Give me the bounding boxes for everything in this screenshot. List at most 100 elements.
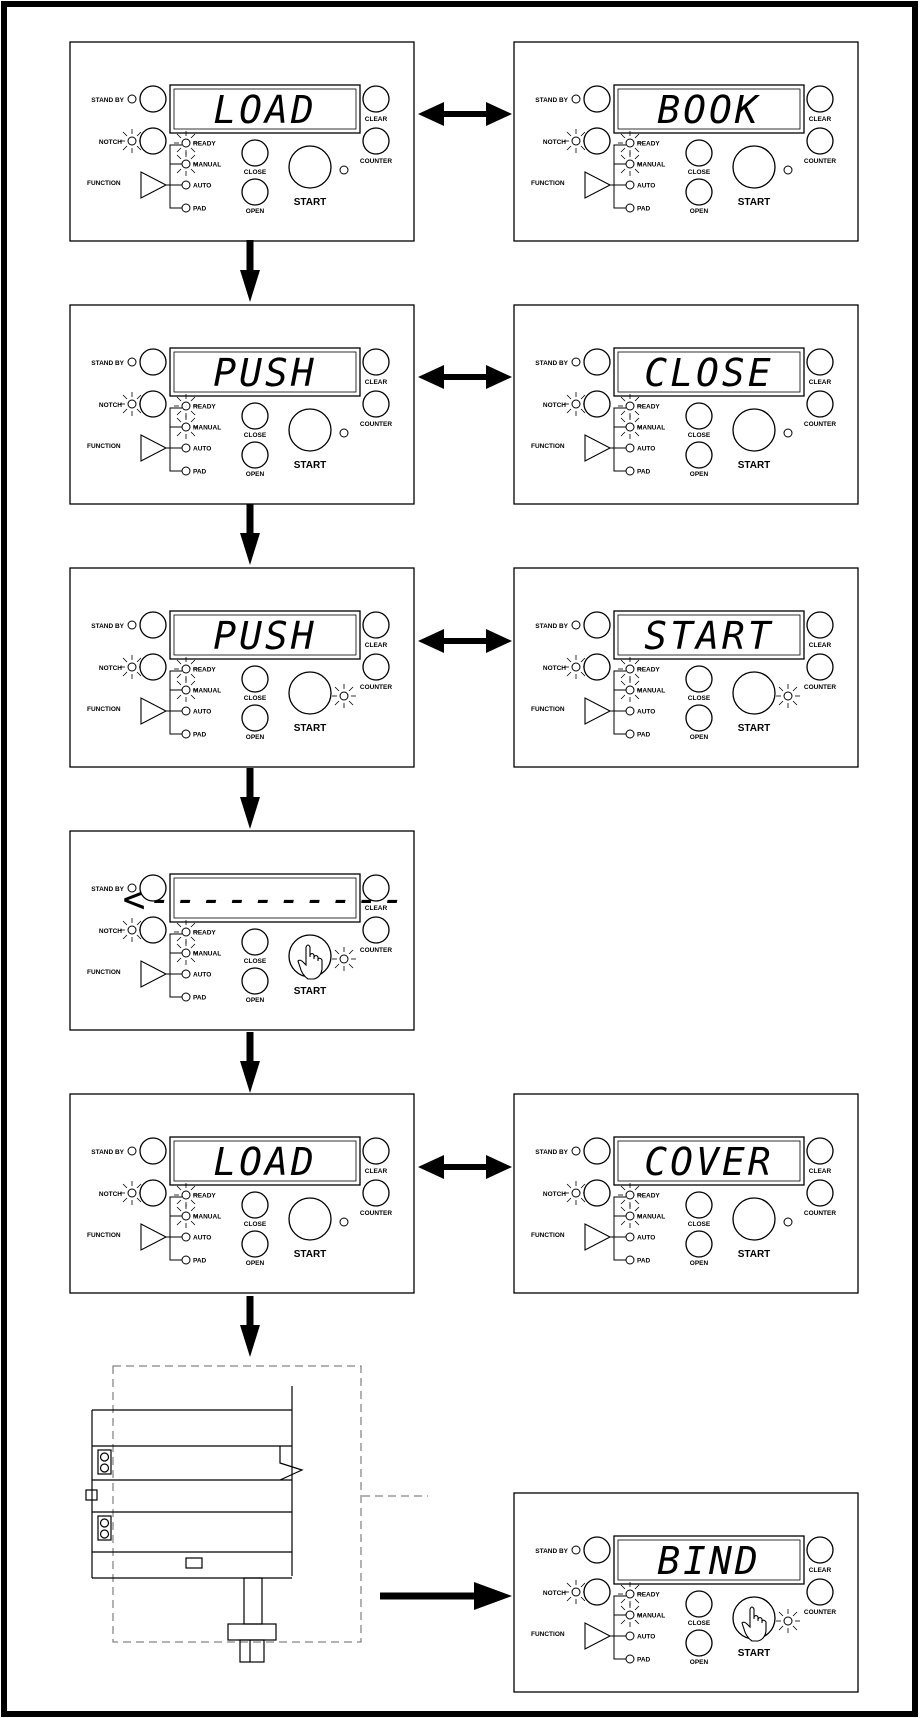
- notch-button[interactable]: [139, 1179, 167, 1207]
- notch-button[interactable]: [583, 653, 611, 681]
- close-button[interactable]: [241, 928, 269, 956]
- function-button[interactable]: [140, 697, 168, 725]
- manual-led: [181, 1211, 191, 1221]
- notch-button[interactable]: [583, 1578, 611, 1606]
- stand-by-button[interactable]: [139, 874, 167, 902]
- counter-button[interactable]: [362, 1179, 390, 1207]
- clear-button[interactable]: [806, 1536, 834, 1564]
- close-button[interactable]: [685, 402, 713, 430]
- ready-led: [625, 1589, 635, 1599]
- close-button[interactable]: [685, 665, 713, 693]
- counter-button[interactable]: [362, 127, 390, 155]
- start-label: START: [738, 1648, 771, 1659]
- manual-label: MANUAL: [193, 1214, 221, 1221]
- function-button[interactable]: [584, 171, 612, 199]
- stand-by-button[interactable]: [583, 85, 611, 113]
- notch-button[interactable]: [139, 390, 167, 418]
- function-bracket: [169, 144, 182, 209]
- counter-button[interactable]: [806, 390, 834, 418]
- open-button[interactable]: [241, 704, 269, 732]
- function-button[interactable]: [140, 171, 168, 199]
- counter-button[interactable]: [806, 1179, 834, 1207]
- open-button[interactable]: [685, 1629, 713, 1657]
- stand-by-led: [571, 1545, 581, 1555]
- counter-button[interactable]: [362, 653, 390, 681]
- close-button[interactable]: [241, 139, 269, 167]
- counter-button[interactable]: [806, 653, 834, 681]
- function-button[interactable]: [584, 434, 612, 462]
- stand-by-button[interactable]: [139, 611, 167, 639]
- counter-button[interactable]: [362, 916, 390, 944]
- clear-button[interactable]: [362, 85, 390, 113]
- clear-button[interactable]: [362, 1137, 390, 1165]
- notch-button[interactable]: [139, 127, 167, 155]
- start-button[interactable]: [288, 145, 332, 189]
- clear-button[interactable]: [362, 611, 390, 639]
- close-button[interactable]: [241, 665, 269, 693]
- close-button[interactable]: [685, 1590, 713, 1618]
- start-button[interactable]: [288, 1197, 332, 1241]
- clear-button[interactable]: [806, 1137, 834, 1165]
- function-button[interactable]: [140, 960, 168, 988]
- clear-button[interactable]: [362, 348, 390, 376]
- open-button[interactable]: [241, 967, 269, 995]
- start-button[interactable]: [288, 408, 332, 452]
- counter-button[interactable]: [806, 1578, 834, 1606]
- close-button[interactable]: [685, 139, 713, 167]
- function-button[interactable]: [140, 1223, 168, 1251]
- ready-label: READY: [193, 1193, 216, 1200]
- stand-by-button[interactable]: [139, 85, 167, 113]
- ready-led: [181, 138, 191, 148]
- clear-button[interactable]: [806, 348, 834, 376]
- stand-by-button[interactable]: [583, 611, 611, 639]
- display-window: [169, 1136, 361, 1186]
- stand-by-button[interactable]: [139, 1137, 167, 1165]
- stand-by-button[interactable]: [139, 348, 167, 376]
- function-button[interactable]: [140, 434, 168, 462]
- stand-by-button[interactable]: [583, 348, 611, 376]
- counter-button[interactable]: [362, 390, 390, 418]
- function-button[interactable]: [584, 1223, 612, 1251]
- open-button[interactable]: [685, 441, 713, 469]
- function-button[interactable]: [584, 697, 612, 725]
- display-inner: [617, 614, 801, 656]
- counter-button[interactable]: [806, 127, 834, 155]
- start-label: START: [738, 723, 771, 734]
- start-button[interactable]: [288, 671, 332, 715]
- notch-label: NOTCH: [99, 928, 122, 935]
- clear-button[interactable]: [806, 85, 834, 113]
- counter-led: [339, 165, 349, 175]
- close-button[interactable]: [241, 1191, 269, 1219]
- pad-led: [181, 992, 191, 1002]
- open-button[interactable]: [685, 1230, 713, 1258]
- open-button[interactable]: [685, 178, 713, 206]
- start-button[interactable]: [732, 145, 776, 189]
- clear-button[interactable]: [362, 874, 390, 902]
- clear-button[interactable]: [806, 611, 834, 639]
- notch-button[interactable]: [583, 1179, 611, 1207]
- open-button[interactable]: [241, 441, 269, 469]
- open-label: OPEN: [246, 1260, 265, 1267]
- open-button[interactable]: [241, 178, 269, 206]
- notch-button[interactable]: [583, 127, 611, 155]
- notch-button[interactable]: [139, 653, 167, 681]
- start-button[interactable]: [732, 408, 776, 452]
- open-button[interactable]: [241, 1230, 269, 1258]
- stand-by-button[interactable]: [583, 1137, 611, 1165]
- notch-led: [571, 136, 581, 146]
- auto-label: AUTO: [637, 183, 655, 190]
- notch-button[interactable]: [583, 390, 611, 418]
- start-button[interactable]: [732, 1197, 776, 1241]
- start-button[interactable]: [732, 671, 776, 715]
- stand-by-led: [127, 1146, 137, 1156]
- function-button[interactable]: [584, 1622, 612, 1650]
- open-button[interactable]: [685, 704, 713, 732]
- close-button[interactable]: [685, 1191, 713, 1219]
- display-window: [613, 1535, 805, 1585]
- stand-by-button[interactable]: [583, 1536, 611, 1564]
- notch-button[interactable]: [139, 916, 167, 944]
- close-button[interactable]: [241, 402, 269, 430]
- ready-led: [181, 927, 191, 937]
